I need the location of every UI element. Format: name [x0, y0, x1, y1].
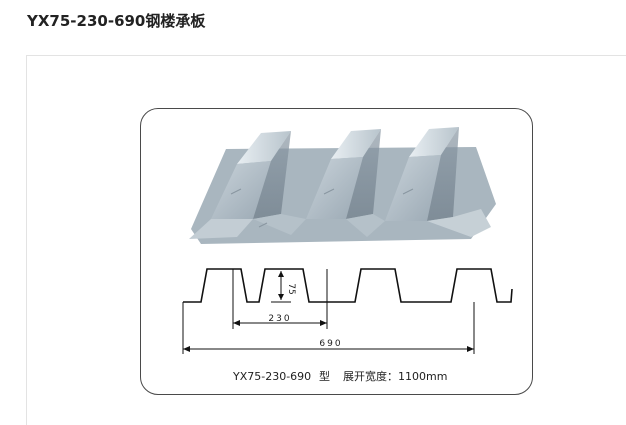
product-figure-card: 75 230 690 YX75-230-690 型 展开宽度：1100mm: [140, 108, 533, 395]
dimension-lines: [182, 268, 475, 354]
page-title: YX75-230-690钢楼承板: [27, 12, 206, 30]
deck-sheet-render: [189, 127, 496, 244]
dimension-width-label: 690: [319, 339, 342, 349]
caption-type: 型: [319, 369, 330, 383]
cross-section-drawing: [183, 268, 513, 303]
dimension-arrows: [183, 271, 474, 352]
product-figure: 75 230 690 YX75-230-690 型 展开宽度：1100mm: [182, 127, 513, 383]
caption-label: 展开宽度：1100mm: [343, 369, 447, 383]
dimension-height-label: 75: [286, 283, 296, 294]
caption-model: YX75-230-690: [232, 370, 311, 383]
dimension-pitch-label: 230: [268, 314, 291, 324]
header: YX75-230-690钢楼承板: [0, 0, 626, 42]
